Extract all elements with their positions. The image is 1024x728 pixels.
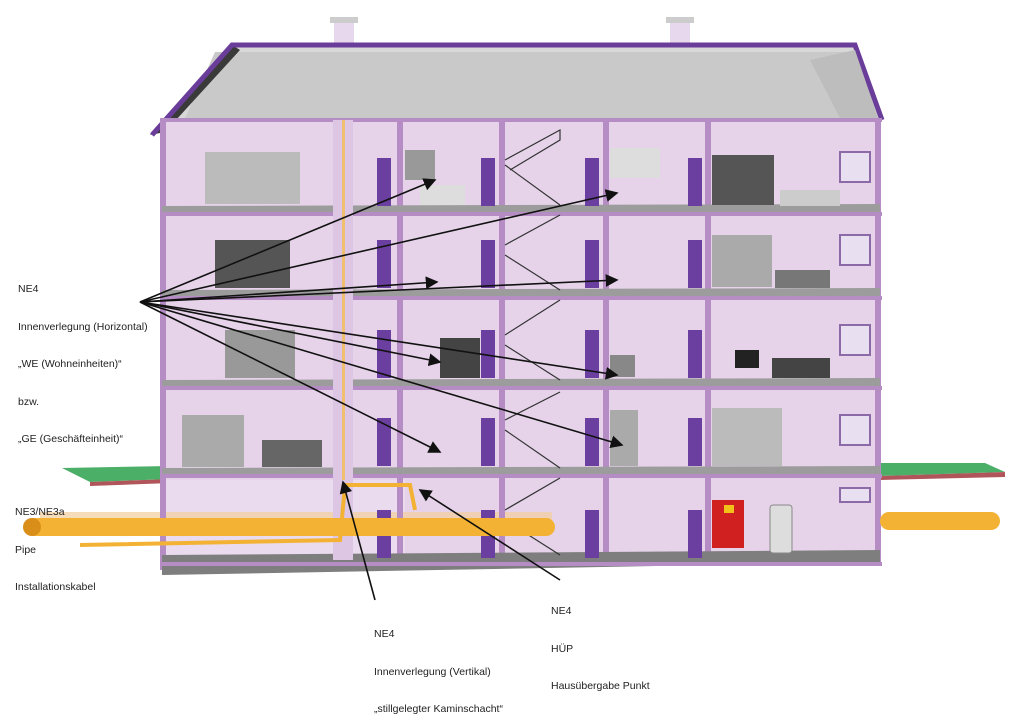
label-line: Innenverlegung (Vertikal): [374, 665, 491, 678]
label-line: „stillgelegter Kaminschacht“: [374, 703, 503, 715]
label-line: NE3/NE3a: [15, 506, 65, 518]
label-line: bzw.: [18, 395, 40, 408]
building-diagram: [23, 17, 1005, 601]
pipe-right: [880, 512, 1000, 530]
arrows: [139, 178, 624, 601]
label-line: NE4: [374, 628, 395, 640]
label-ne3-pipe: NE3/NE3a Pipe Installationskabel: [15, 481, 96, 606]
label-line: NE4: [18, 283, 39, 295]
label-line: HÜP: [551, 642, 574, 655]
label-line: Hausübergabe Punkt: [551, 680, 650, 692]
roof: [150, 42, 885, 137]
label-line: NE4: [551, 605, 572, 617]
label-line: „GE (Geschäfteinheit)“: [18, 433, 124, 445]
label-line: Innenverlegung (Horizontal): [18, 320, 148, 333]
label-ne4-huep: NE4 HÜP Hausübergabe Punkt: [551, 580, 650, 705]
label-line: Installationskabel: [15, 581, 96, 593]
label-ne4-vertical: NE4 Innenverlegung (Vertikal) „stillgele…: [374, 603, 503, 728]
building-body: [40, 118, 882, 575]
label-line: „WE (Wohneinheiten)“: [18, 358, 122, 370]
label-line: Pipe: [15, 543, 37, 556]
label-ne4-horizontal: NE4 Innenverlegung (Horizontal) „WE (Woh…: [18, 258, 148, 458]
ground-right: [880, 463, 1005, 480]
